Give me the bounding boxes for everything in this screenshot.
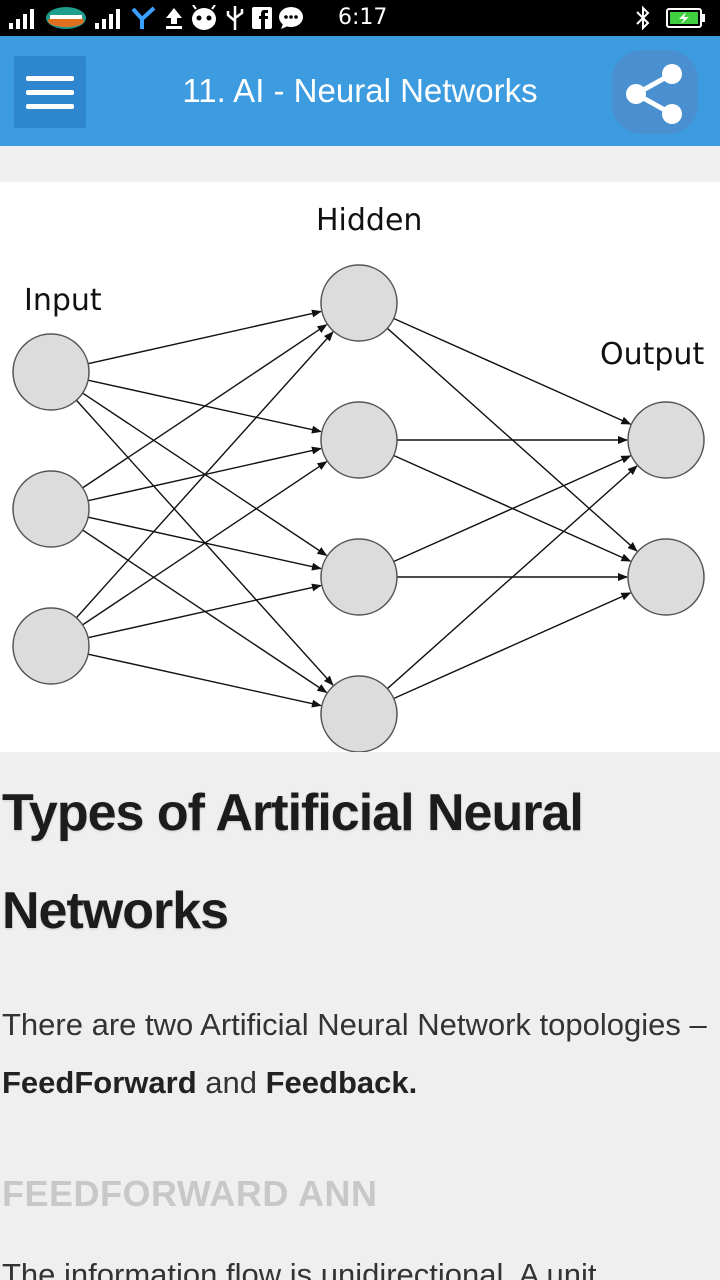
- body-paragraph: The information flow is unidirectional. …: [2, 1257, 597, 1280]
- output-node-1: [627, 401, 705, 479]
- article-heading: Types of Artificial Neural Networks: [2, 784, 584, 940]
- connection-input-2-to-hidden-0: [75, 331, 334, 619]
- hidden-node-1: [320, 264, 398, 342]
- hidden-node-4: [320, 675, 398, 753]
- feedback-term: Feedback.: [265, 1065, 418, 1100]
- input-node-3: [12, 607, 90, 685]
- share-button[interactable]: [612, 50, 698, 134]
- connection-hidden-3-to-output-0: [386, 465, 638, 690]
- neural-network-diagram: Input Hidden Output: [0, 182, 720, 753]
- output-node-2: [627, 538, 705, 616]
- hidden-node-2: [320, 401, 398, 479]
- connection-input-2-to-hidden-2: [87, 583, 322, 639]
- page-title: 11. AI - Neural Networks: [182, 72, 538, 109]
- hamburger-menu-icon: [26, 90, 74, 95]
- hamburger-menu-icon: [26, 104, 74, 109]
- facebook-icon: [252, 7, 272, 29]
- content-spacer: [0, 146, 720, 182]
- intro-paragraph: There are two Artificial Neural Network …: [2, 996, 720, 1112]
- signal-icon: [95, 9, 120, 29]
- menu-button[interactable]: [14, 56, 86, 128]
- battery-charging-icon: [666, 8, 705, 28]
- upload-icon: [166, 8, 182, 29]
- connection-input-1-to-hidden-0: [82, 324, 328, 489]
- connection-input-2-to-hidden-1: [82, 461, 328, 626]
- connection-hidden-2-to-output-0: [393, 455, 632, 563]
- hidden-layer-label: Hidden: [316, 203, 422, 238]
- hamburger-menu-icon: [26, 76, 74, 81]
- section-subheading: FEEDFORWARD ANN: [2, 1173, 378, 1214]
- intro-connector: and: [196, 1065, 266, 1100]
- input-node-1: [12, 333, 90, 411]
- output-layer-label: Output: [600, 337, 704, 372]
- intro-text: There are two Artificial Neural Network …: [2, 1007, 707, 1042]
- carrier-logo-icon: [46, 7, 86, 29]
- status-time: 6:17: [338, 5, 388, 30]
- hidden-node-3: [320, 538, 398, 616]
- input-layer-label: Input: [24, 283, 102, 318]
- share-icon: [626, 64, 682, 124]
- feedforward-term: FeedForward: [2, 1065, 197, 1100]
- status-bar: 6:17: [0, 0, 720, 36]
- signal-icon: [9, 9, 34, 29]
- connection-hidden-0-to-output-0: [393, 317, 632, 425]
- usb-icon: [226, 6, 244, 30]
- connection-hidden-3-to-output-1: [393, 592, 632, 700]
- article: Types of Artificial Neural Networks Ther…: [0, 752, 720, 1280]
- app-bar: 11. AI - Neural Networks: [0, 36, 720, 146]
- input-node-2: [12, 470, 90, 548]
- usb-tether-icon: [131, 6, 156, 29]
- neural-network-svg: Input Hidden Output: [12, 203, 705, 753]
- chat-icon: [279, 7, 303, 29]
- bluetooth-icon: [636, 5, 650, 31]
- connection-input-0-to-hidden-0: [87, 309, 322, 365]
- android-icon: [192, 5, 216, 30]
- connection-input-2-to-hidden-3: [87, 653, 322, 708]
